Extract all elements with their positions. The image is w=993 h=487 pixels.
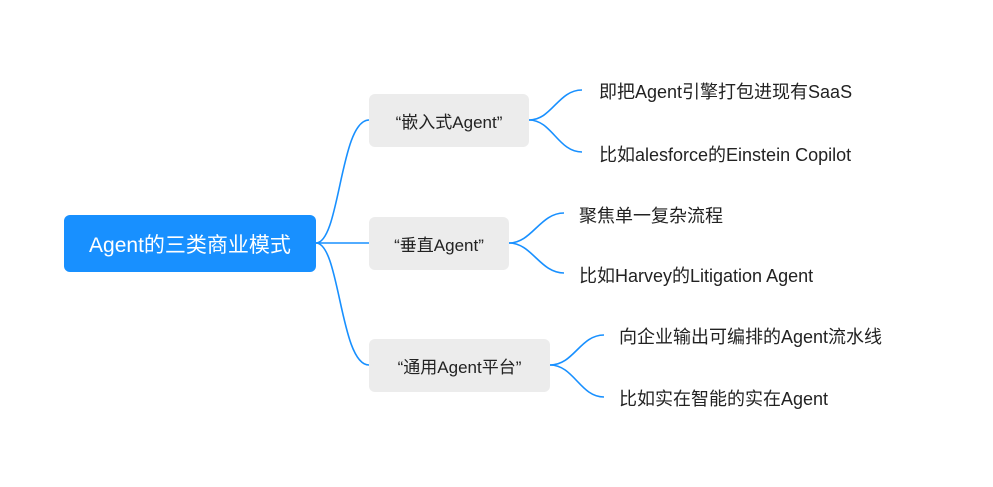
edge-root-branch-3 — [315, 242, 370, 366]
branch-node-general-agent-platform[interactable]: “通用Agent平台” — [369, 339, 550, 392]
edge-branch-2-leaf-1 — [508, 212, 565, 244]
edge-branch-1-leaf-1 — [528, 89, 583, 121]
leaf-node-vertical-definition[interactable]: 聚焦单一复杂流程 — [579, 206, 723, 226]
branch-node-vertical-agent[interactable]: “垂直Agent” — [369, 217, 509, 270]
leaf-node-embedded-definition[interactable]: 即把Agent引擎打包进现有SaaS — [599, 82, 853, 102]
root-node[interactable]: Agent的三类商业模式 — [64, 215, 316, 272]
edge-branch-2-leaf-2 — [508, 242, 565, 274]
leaf-node-platform-example[interactable]: 比如实在智能的实在Agent — [619, 389, 829, 409]
edge-root-branch-1 — [315, 119, 370, 244]
edge-branch-3-leaf-2 — [549, 364, 605, 398]
leaf-node-embedded-example[interactable]: 比如alesforce的Einstein Copilot — [599, 145, 852, 165]
leaf-node-vertical-example[interactable]: 比如Harvey的Litigation Agent — [579, 266, 814, 286]
leaf-node-platform-definition[interactable]: 向企业输出可编排的Agent流水线 — [619, 327, 883, 347]
branch-node-embedded-agent[interactable]: “嵌入式Agent” — [369, 94, 529, 147]
edge-branch-1-leaf-2 — [528, 119, 583, 153]
edge-branch-3-leaf-1 — [549, 334, 605, 366]
